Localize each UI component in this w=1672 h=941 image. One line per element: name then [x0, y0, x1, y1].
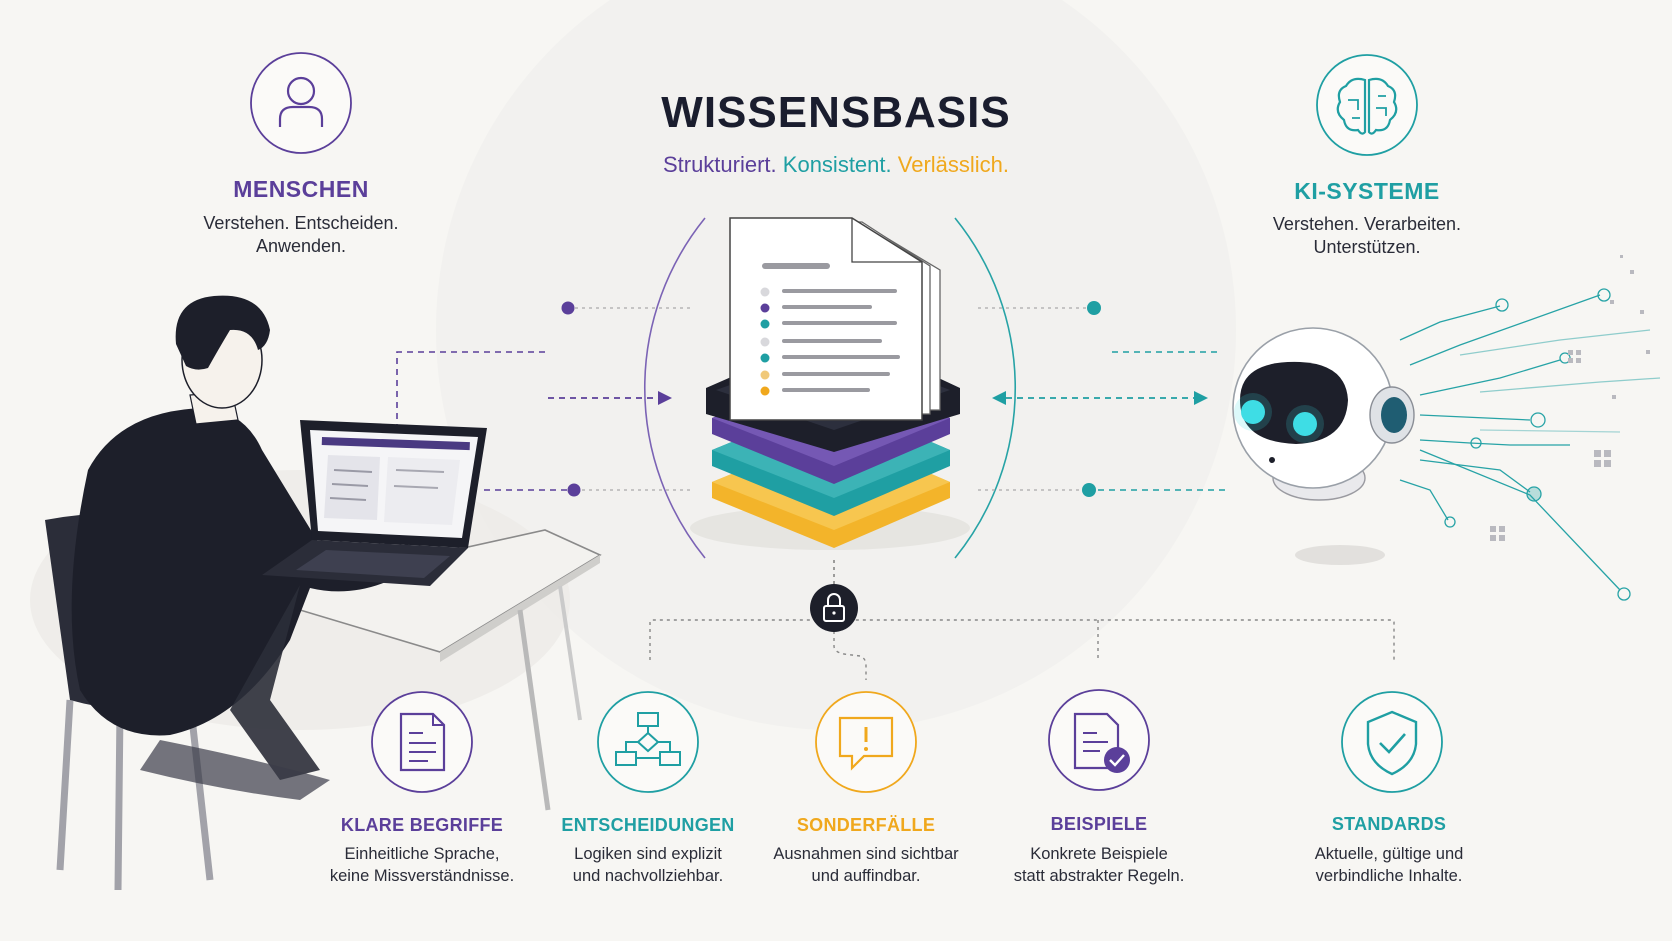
feature-desc-line: Konkrete Beispiele: [1030, 845, 1168, 863]
brain-icon: [1316, 54, 1418, 156]
feature-heading-sonderfaelle: SONDERFÄLLE: [796, 815, 936, 835]
alert-message-icon: [815, 691, 917, 793]
feature-desc-entscheidungen: Logiken sind explizit und nachvollziehba…: [533, 843, 763, 887]
feature-desc-standards: Aktuelle, gültige und verbindliche Inhal…: [1274, 843, 1504, 887]
robot-head: [1232, 327, 1415, 565]
feature-desc-line: Aktuelle, gültige und: [1314, 845, 1464, 863]
flowchart-icon: [597, 691, 699, 793]
feature-desc-line: keine Missverständnisse.: [329, 867, 515, 885]
document-check-icon: [1048, 689, 1150, 791]
feature-desc-line: Logiken sind explizit: [574, 845, 722, 863]
feature-desc-line: und nachvollziehbar.: [572, 867, 724, 885]
person-icon: [250, 52, 352, 154]
knowledge-stack: [690, 217, 970, 550]
circuit-lines: [1399, 288, 1661, 601]
right-node-top: [1087, 301, 1101, 315]
left-node-bottom: [567, 483, 581, 497]
feature-heading-entscheidungen: ENTSCHEIDUNGEN: [561, 815, 735, 835]
menschen-description: Verstehen. Entscheiden. Anwenden.: [141, 212, 461, 258]
feature-heading-standards: STANDARDS: [1331, 814, 1447, 834]
menschen-desc-line-2: Anwenden.: [255, 236, 347, 256]
shield-check-icon: [1341, 691, 1443, 793]
left-arc: [644, 217, 706, 559]
right-arrowhead-right: [1194, 391, 1208, 405]
ki-systeme-heading: KI-SYSTEME: [1294, 178, 1440, 204]
document-icon: [371, 691, 473, 793]
feature-heading-klare-begriffe: KLARE BEGRIFFE: [340, 815, 504, 835]
left-connectors: [396, 217, 706, 559]
document-list: [760, 287, 900, 396]
bottom-connectors: [649, 560, 1395, 680]
left-arrowhead: [658, 391, 672, 405]
right-connectors: [954, 217, 1226, 559]
document-fold: [851, 218, 922, 263]
right-arc: [954, 217, 1016, 559]
subtitle-part-consistent: Konsistent.: [782, 152, 892, 177]
left-node-top: [561, 301, 575, 315]
pixel-dots: [1490, 255, 1650, 541]
subtitle-part-structured: Strukturiert.: [662, 152, 777, 177]
page-subtitle: Strukturiert. Konsistent. Verlässlich.: [536, 152, 1136, 178]
feature-desc-line: statt abstrakter Regeln.: [1013, 867, 1185, 885]
feature-heading-beispiele: BEISPIELE: [1050, 814, 1148, 834]
lock-icon: [810, 584, 858, 632]
menschen-desc-line-1: Verstehen. Entscheiden.: [203, 213, 399, 233]
feature-desc-sonderfaelle: Ausnahmen sind sichtbar und auffindbar.: [751, 843, 981, 887]
menschen-heading: MENSCHEN: [233, 176, 369, 202]
subtitle-part-reliable: Verlässlich.: [897, 152, 1010, 177]
feature-desc-line: und auffindbar.: [811, 867, 921, 885]
right-node-bottom: [1082, 483, 1096, 497]
feature-desc-line: Einheitliche Sprache,: [344, 845, 500, 863]
ki-desc-line-2: Unterstützen.: [1313, 237, 1421, 257]
feature-desc-line: verbindliche Inhalte.: [1315, 867, 1463, 885]
ki-desc-line-1: Verstehen. Verarbeiten.: [1272, 214, 1462, 234]
person-at-laptop: [30, 295, 602, 891]
page-title: WISSENSBASIS: [661, 88, 1011, 137]
feature-desc-line: Ausnahmen sind sichtbar: [773, 845, 959, 863]
ki-systeme-description: Verstehen. Verarbeiten. Unterstützen.: [1207, 213, 1527, 259]
left-connector-elbow: [396, 351, 550, 452]
right-arrowhead-left: [992, 391, 1006, 405]
document-heading-line: [762, 263, 830, 269]
feature-desc-beispiele: Konkrete Beispiele statt abstrakter Rege…: [984, 843, 1214, 887]
feature-desc-klare-begriffe: Einheitliche Sprache, keine Missverständ…: [307, 843, 537, 887]
